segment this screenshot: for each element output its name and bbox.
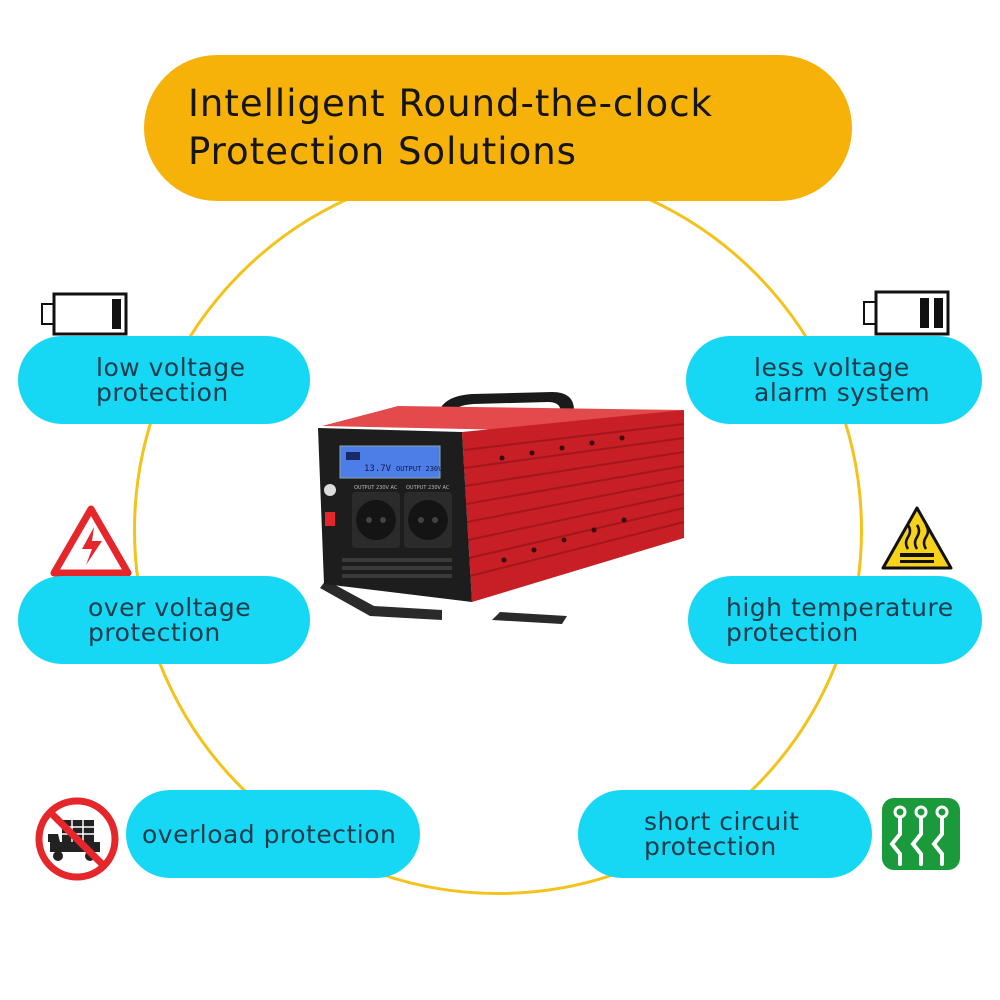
circuit-board-icon [882,798,960,870]
feature-high-temperature-label: high temperature protection [726,593,954,647]
feature-over-voltage-label: over voltage protection [88,593,252,647]
hot-surface-warning-icon [881,506,953,570]
battery-low-icon [41,292,128,336]
feature-over-voltage: over voltage protection [18,576,310,664]
feature-overload: overload protection [126,790,420,878]
high-voltage-warning-icon [50,505,132,577]
feature-short-circuit: short circuit protection [578,790,872,878]
feature-short-circuit-label: short circuit protection [644,807,800,861]
power-inverter-image: 13.7V OUTPUT 230V OUTPUT 230V AC OUTPUT … [318,392,685,624]
battery-half-icon [863,290,950,336]
lcd-voltage-readout: 13.7V [364,464,392,474]
feature-high-temperature: high temperature protection [688,576,982,664]
title-banner: Intelligent Round-the-clock Protection S… [144,55,852,201]
socket-label-left: OUTPUT 230V AC [354,485,398,491]
feature-less-voltage-alarm: less voltage alarm system [686,336,982,424]
feature-low-voltage-label: low voltage protection [96,353,246,407]
socket-label-right: OUTPUT 230V AC [406,485,450,491]
feature-low-voltage: low voltage protection [18,336,310,424]
no-overload-truck-icon [35,797,119,881]
page-title: Intelligent Round-the-clock Protection S… [188,82,713,173]
lcd-output-readout: OUTPUT 230V [396,465,443,473]
feature-overload-label: overload protection [142,819,397,849]
feature-less-voltage-alarm-label: less voltage alarm system [754,353,931,407]
